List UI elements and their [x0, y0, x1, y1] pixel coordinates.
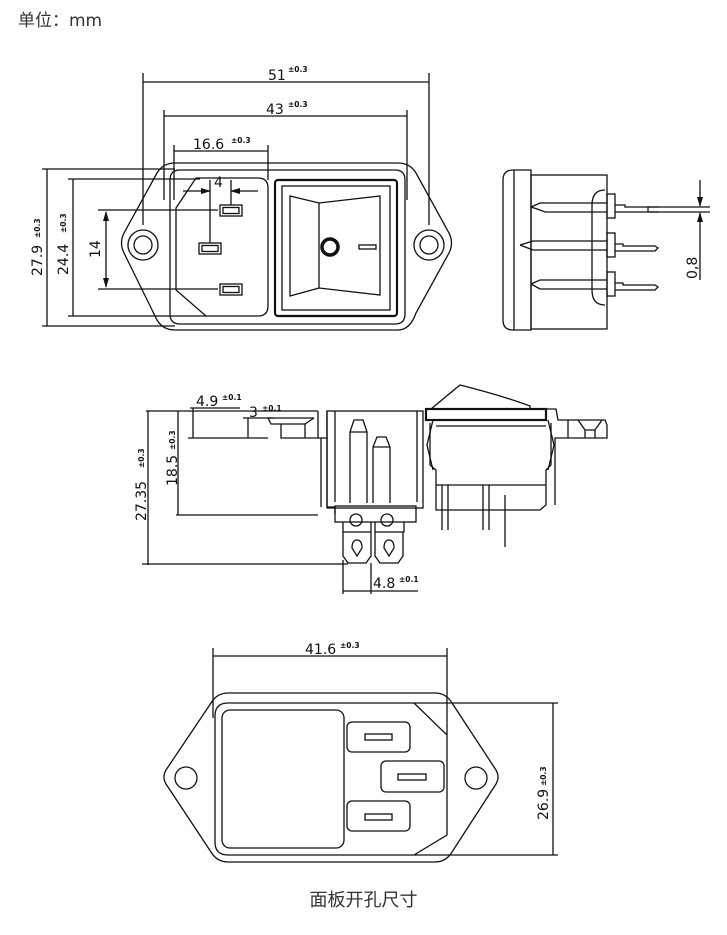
- dim-tolerance: ±0.3: [288, 65, 308, 74]
- flange-outline: [163, 692, 499, 863]
- side-view: 0,8: [502, 169, 710, 331]
- dim-value: 27.9: [30, 245, 46, 276]
- socket-pin-cutouts: [346, 721, 445, 832]
- dim-hole-pitch: 43 ±0.3: [163, 100, 408, 200]
- dim-value: 51: [268, 68, 286, 84]
- dim-pin-span: 14: [88, 209, 218, 290]
- dim-tolerance: ±0.3: [539, 766, 548, 786]
- mounting-hole-right: [464, 766, 488, 790]
- pin-neutral: [219, 283, 243, 296]
- dim-tolerance: ±0.1: [222, 393, 242, 402]
- dim-value: 18.5: [165, 455, 181, 486]
- dim-overall-width: 51 ±0.3: [142, 65, 430, 225]
- switch-cutout: [221, 709, 345, 849]
- on-symbol-icon: [358, 244, 377, 250]
- dim-tolerance: ±0.3: [59, 213, 68, 233]
- dim-value: 4.8: [373, 576, 395, 592]
- dim-value: 14: [88, 240, 104, 258]
- dim-value: 0,8: [685, 257, 701, 279]
- rocker-switch: [273, 178, 399, 318]
- dim-terminal-thickness: 0,8: [648, 180, 710, 280]
- dim-socket-height: 24.4 ±0.3: [56, 178, 206, 317]
- top-view: 4.9 ±0.1 3 ±0.1 18.5 ±0.3 27.35 ±0.3: [134, 384, 608, 594]
- dim-value: 24.4: [56, 244, 72, 275]
- cutout-caption: 面板开孔尺寸: [309, 890, 418, 911]
- front-view: 51 ±0.3 43 ±0.3 16.6 ±0.3: [30, 65, 453, 331]
- dim-cutout-width: 41.6 ±0.3: [212, 641, 448, 735]
- iec-socket: [175, 177, 269, 317]
- flange-outline: [120, 162, 453, 331]
- dim-body-depth: 18.5 ±0.3: [165, 411, 318, 516]
- dim-cutout-height: 26.9 ±0.3: [414, 702, 558, 856]
- side-terminals: [519, 193, 660, 297]
- dim-terminal-pitch: 4.8 ±0.1: [342, 560, 419, 594]
- unit-label: 单位：mm: [18, 11, 103, 31]
- dim-tolerance: ±0.1: [399, 575, 419, 584]
- dim-tolerance: ±0.3: [168, 430, 177, 450]
- dim-tolerance: ±0.3: [231, 136, 251, 145]
- mounting-hole-left: [127, 229, 159, 261]
- dim-value: 3: [249, 405, 258, 421]
- dim-overall-height: 27.9 ±0.3: [30, 168, 175, 327]
- dim-flange-thickness: 3 ±0.1: [243, 404, 282, 438]
- cutout-view: 41.6 ±0.3 26.9 ±0.3: [163, 641, 558, 863]
- dim-tolerance: ±0.3: [340, 641, 360, 650]
- dim-flange-offset: 4.9 ±0.1: [188, 393, 268, 439]
- dim-tolerance: ±0.3: [33, 218, 42, 238]
- dim-value: 26.9: [536, 789, 552, 820]
- mounting-hole-left: [174, 766, 198, 790]
- dim-tolerance: ±0.3: [288, 100, 308, 109]
- dim-value: 43: [266, 102, 284, 118]
- off-symbol-icon: [320, 237, 340, 257]
- dim-value: 16.6: [193, 137, 224, 153]
- dim-value: 4: [214, 175, 223, 191]
- dim-value: 4.9: [196, 394, 218, 410]
- dim-total-depth: 27.35 ±0.3: [134, 411, 348, 565]
- dim-pin-offset: 4: [183, 175, 258, 243]
- dim-value: 41.6: [305, 642, 336, 658]
- switch-side: [424, 384, 555, 547]
- dim-value: 27.35: [134, 481, 150, 521]
- pin-short: [372, 436, 391, 503]
- mounting-hole-right: [413, 229, 445, 261]
- pin-long: [349, 419, 368, 503]
- dim-tolerance: ±0.1: [262, 404, 282, 413]
- dim-tolerance: ±0.3: [137, 448, 146, 468]
